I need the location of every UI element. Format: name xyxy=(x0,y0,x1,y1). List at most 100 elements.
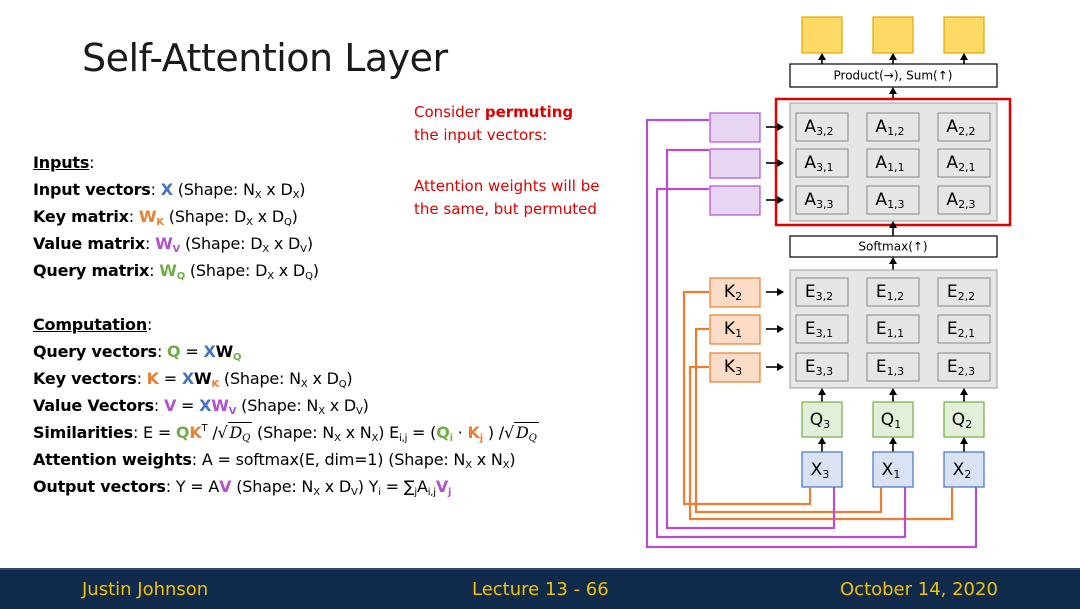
similarities-line: Similarities: E = QKT /√DQ (Shape: NX x … xyxy=(33,422,539,444)
value-arrow-3-head xyxy=(777,196,784,204)
formula-panel: Inputs: Input vectors: X (Shape: NX x DX… xyxy=(33,149,633,500)
e-cell-label: E1,3 xyxy=(876,357,904,378)
e-cell-label: E3,2 xyxy=(805,282,833,303)
output-arrow-1-head xyxy=(818,53,826,60)
key-arrow-2-head xyxy=(777,288,784,296)
a-cell-label: A1,1 xyxy=(875,153,904,174)
product-sum-label: Product(→), Sum(↑) xyxy=(834,69,953,83)
query-arrow-2-head xyxy=(889,388,897,395)
a-cell xyxy=(937,112,991,142)
key-path-x2 xyxy=(688,365,954,521)
key-arrow-3-head xyxy=(777,363,784,371)
permuted-weights-note: Attention weights will be the same, but … xyxy=(414,177,600,218)
value-matrix-line: Value matrix: WV (Shape: DX x DV) xyxy=(33,234,313,255)
query-matrix-line: Query matrix: WQ (Shape: DX x DQ) xyxy=(33,261,319,282)
permute-note: Consider permuting the input vectors: xyxy=(414,103,574,144)
input-arrow-1-head xyxy=(818,437,826,444)
value-path-x2 xyxy=(655,187,907,539)
value-vectors-line: Value Vectors: V = XWV (Shape: NX x DV) xyxy=(33,396,369,417)
key-box-3 xyxy=(709,352,761,383)
e-cell xyxy=(795,352,849,382)
e-cell-label: E2,2 xyxy=(947,282,975,303)
a-cell xyxy=(795,112,849,142)
a-cell xyxy=(795,185,849,215)
input-label-1: X1 xyxy=(882,460,901,481)
value-box-1 xyxy=(709,112,761,143)
key-path-x3 xyxy=(682,290,812,506)
key-matrix-line: Key matrix: WK (Shape: DX x DQ) xyxy=(33,207,298,228)
output-vectors-line: Output vectors: Y = AV (Shape: NX x DV) … xyxy=(33,477,452,498)
product-sum-box xyxy=(789,63,998,88)
footer-bar: Justin Johnson Lecture 13 - 66 October 1… xyxy=(0,568,1080,609)
a-cell xyxy=(937,148,991,178)
a-cell-label: A1,3 xyxy=(875,190,904,211)
input-label-3: X3 xyxy=(811,460,830,481)
product-arrow-head xyxy=(889,87,897,94)
a-cell xyxy=(866,185,920,215)
e-cell xyxy=(866,277,920,307)
output-box-1 xyxy=(801,16,843,54)
input-box-1 xyxy=(872,451,914,488)
inputs-heading: Inputs: xyxy=(33,153,95,172)
e-cell-label: E3,1 xyxy=(805,319,833,340)
attention-weights-line: Attention weights: A = softmax(E, dim=1)… xyxy=(33,450,516,471)
value-box-2 xyxy=(709,148,761,179)
key-label-3: K3 xyxy=(724,357,742,378)
a-cell xyxy=(866,112,920,142)
query-vectors-line: Query vectors: Q = XWQ xyxy=(33,342,242,363)
e-to-softmax-arrow-head xyxy=(889,257,897,264)
e-cell xyxy=(937,277,991,307)
value-arrow-1-head xyxy=(777,123,784,131)
softmax-box xyxy=(789,235,998,258)
query-label-1: Q1 xyxy=(881,410,901,431)
output-box-2 xyxy=(872,16,914,54)
query-arrow-1-head xyxy=(818,388,826,395)
key-vectors-line: Key vectors: K = XWK (Shape: NX x DQ) xyxy=(33,369,353,390)
softmax-to-a-arrow-head xyxy=(889,221,897,228)
e-cell xyxy=(795,314,849,344)
softmax-label: Softmax(↑) xyxy=(858,240,927,254)
key-path-x1 xyxy=(694,327,883,514)
query-label-3: Q3 xyxy=(810,410,830,431)
e-cell-label: E2,3 xyxy=(947,357,975,378)
footer-date: October 14, 2020 xyxy=(840,579,998,600)
output-arrow-3-head xyxy=(960,53,968,60)
e-cell-label: E2,1 xyxy=(947,319,975,340)
input-box-3 xyxy=(801,451,843,488)
slide-title: Self-Attention Layer xyxy=(82,36,448,80)
query-label-2: Q2 xyxy=(952,410,972,431)
a-cell-label: A2,2 xyxy=(946,117,975,138)
footer-lecture: Lecture 13 - 66 xyxy=(472,579,609,600)
key-box-2 xyxy=(709,277,761,308)
input-arrow-3-head xyxy=(960,437,968,444)
key-label-2: K2 xyxy=(724,282,742,303)
a-cell-label: A1,2 xyxy=(875,117,904,138)
query-arrow-3-head xyxy=(960,388,968,395)
a-cell-label: A3,2 xyxy=(804,117,833,138)
a-cell xyxy=(937,185,991,215)
value-path-x3 xyxy=(665,148,836,530)
input-box-2 xyxy=(943,451,985,488)
key-label-1: K1 xyxy=(724,319,742,340)
e-cell-label: E3,3 xyxy=(805,357,833,378)
key-arrow-1-head xyxy=(777,325,784,333)
input-label-2: X2 xyxy=(953,460,972,481)
e-cell xyxy=(795,277,849,307)
key-box-1 xyxy=(709,314,761,345)
value-path-x1 xyxy=(645,118,978,549)
input-arrow-2-head xyxy=(889,437,897,444)
output-arrow-2-head xyxy=(889,53,897,60)
a-cell xyxy=(795,148,849,178)
e-cell-label: E1,2 xyxy=(876,282,904,303)
input-vectors-line: Input vectors: X (Shape: NX x DX) xyxy=(33,180,306,201)
query-box-3 xyxy=(801,401,843,438)
value-box-3 xyxy=(709,185,761,216)
e-cell-label: E1,1 xyxy=(876,319,904,340)
a-cell-label: A2,3 xyxy=(946,190,975,211)
value-arrow-2-head xyxy=(777,159,784,167)
e-cell xyxy=(937,352,991,382)
a-cell-label: A3,3 xyxy=(804,190,833,211)
query-box-2 xyxy=(943,401,985,438)
e-cell xyxy=(866,352,920,382)
